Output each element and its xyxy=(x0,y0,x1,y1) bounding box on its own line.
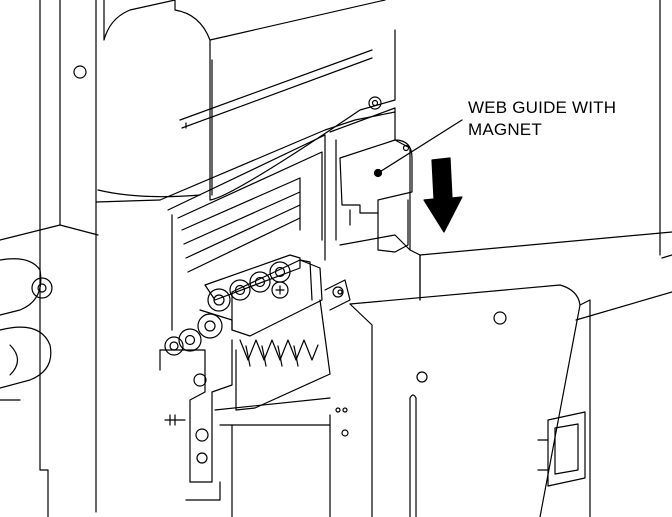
print-head xyxy=(231,259,351,411)
mechanism-walls xyxy=(167,107,421,331)
web-guide-with-magnet xyxy=(339,139,413,253)
callout-line-2: MAGNET xyxy=(468,120,542,139)
media-spindle xyxy=(0,224,99,401)
leader-line xyxy=(377,119,463,174)
printer-body-panel xyxy=(95,0,396,203)
right-outer-panel xyxy=(419,0,672,321)
media-web xyxy=(231,424,331,517)
down-arrow-icon xyxy=(423,157,463,233)
left-bracket xyxy=(159,339,349,501)
web-guide-callout: WEB GUIDE WITH MAGNET xyxy=(468,97,616,141)
frame-screw-hole xyxy=(73,65,87,79)
callout-line-1: WEB GUIDE WITH xyxy=(468,98,617,117)
left-frame-column xyxy=(39,0,201,517)
panel-screw xyxy=(368,96,382,110)
hinged-cover-plate xyxy=(349,284,591,517)
